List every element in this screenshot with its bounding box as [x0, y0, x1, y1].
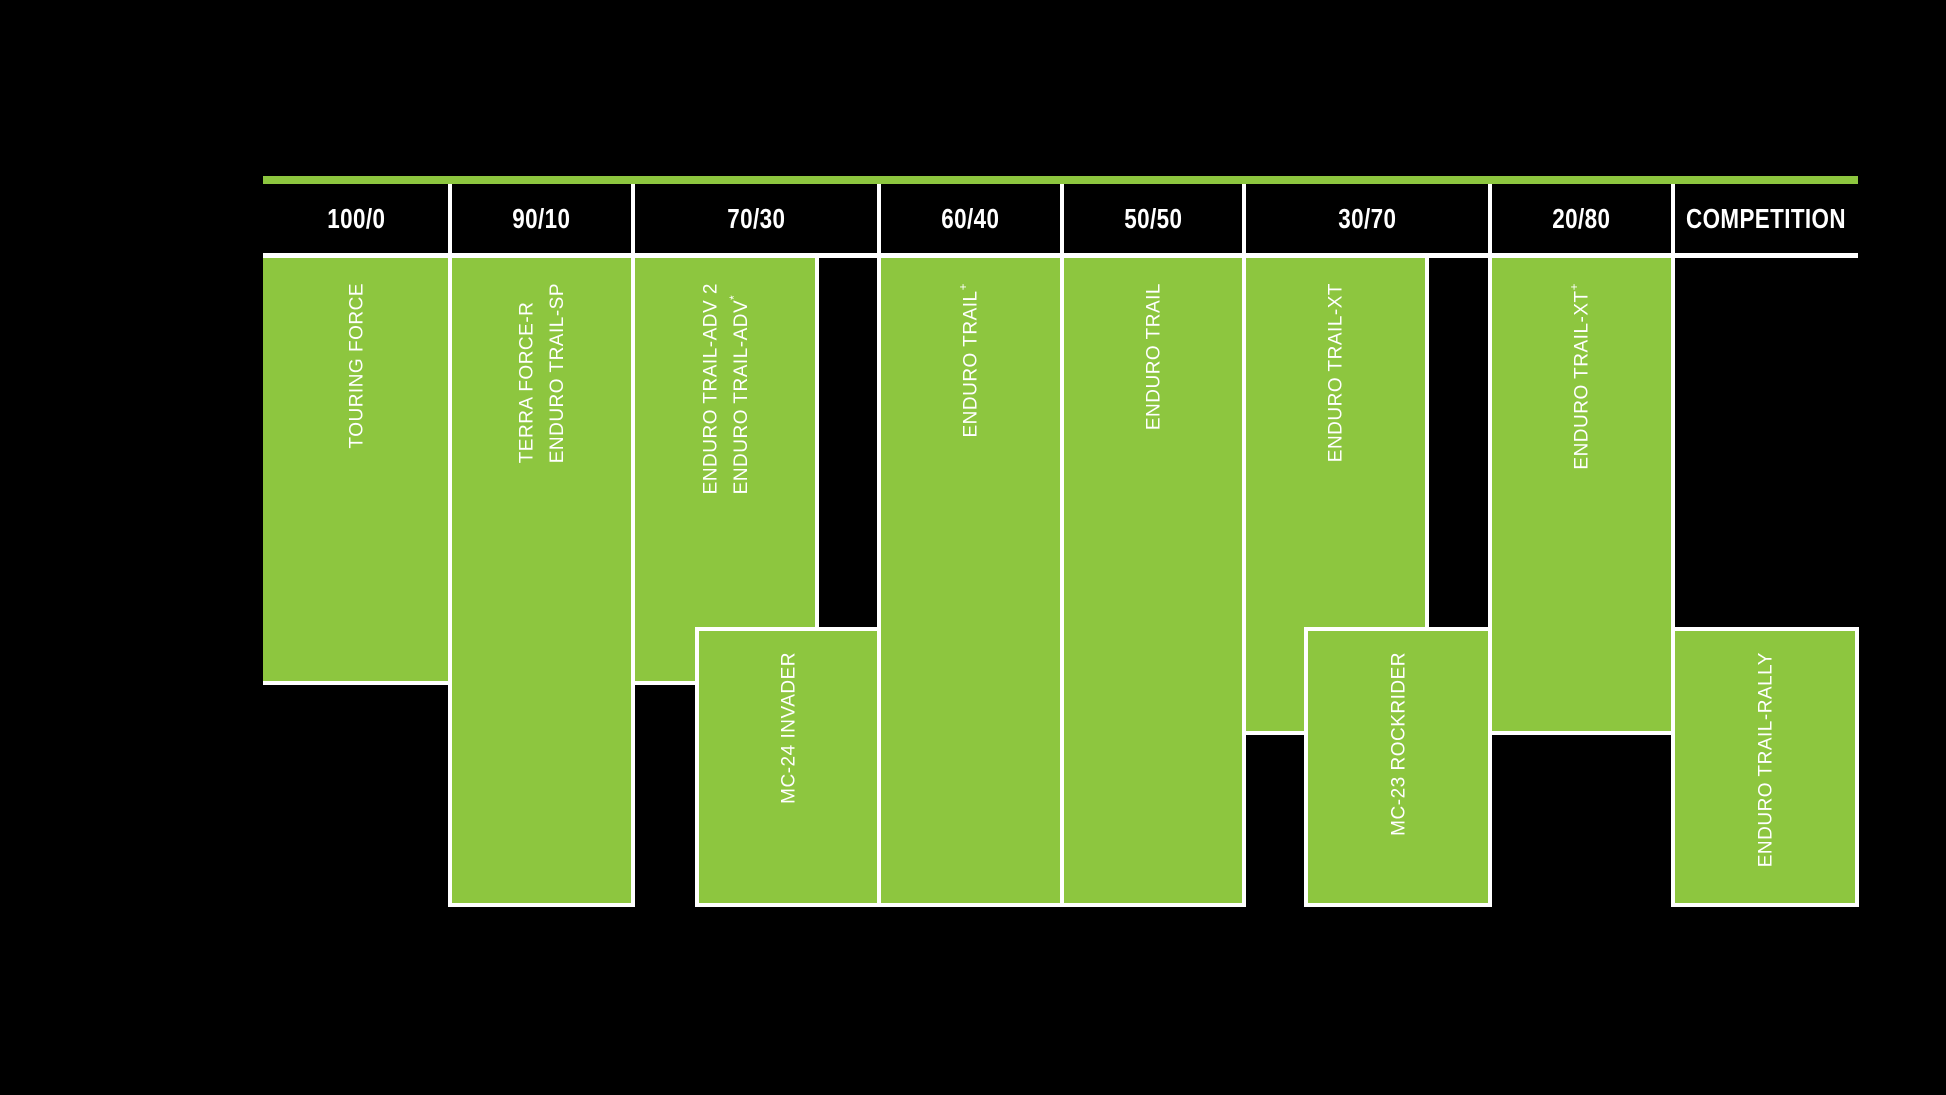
header-label: 90/10 [512, 202, 571, 234]
divider-line [631, 184, 635, 907]
block-terra-force-r: TERRA FORCE-R ENDURO TRAIL-SP [450, 258, 633, 903]
header-cell-competition: COMPETITION [1673, 184, 1858, 253]
block-edge-line [815, 258, 819, 627]
block-edge-line [695, 903, 879, 907]
product-name: ENDURO TRAIL-ADV [730, 299, 752, 495]
header-label: 70/30 [726, 202, 786, 234]
block-edge-line [1244, 731, 1304, 735]
product-name: ENDURO TRAIL [1142, 283, 1164, 431]
header-cell-30-70: 30/70 [1244, 184, 1490, 253]
header-label: 60/40 [941, 202, 1000, 234]
divider-line [877, 184, 881, 907]
product-label: ENDURO TRAIL-ADV 2 ENDURO TRAIL-ADV* [633, 283, 818, 494]
footnote-mark: + [1568, 283, 1582, 291]
product-name: ENDURO TRAIL-XT [1325, 283, 1347, 463]
product-label: MC-23 ROCKRIDER [1306, 652, 1490, 836]
block-edge-line [263, 681, 450, 685]
block-enduro-trail-plus: ENDURO TRAIL+ [879, 258, 1062, 903]
block-edge-line [1671, 627, 1859, 631]
header-cell-60-40: 60/40 [879, 184, 1062, 253]
block-edge-line [450, 903, 633, 907]
block-edge-line [695, 627, 699, 903]
header-cell-90-10: 90/10 [450, 184, 633, 253]
product-label: TERRA FORCE-R ENDURO TRAIL-SP [450, 283, 633, 463]
product-name: ENDURO TRAIL [960, 290, 982, 438]
block-mc23-rockrider: MC-23 ROCKRIDER [1306, 627, 1490, 903]
product-name: ENDURO TRAIL-SP [546, 283, 568, 464]
footnote-mark: * [727, 294, 741, 300]
product-name: TOURING FORCE [346, 283, 368, 449]
product-name: ENDURO TRAIL-RALLY [1755, 652, 1777, 868]
divider-line [448, 184, 452, 907]
block-enduro-trail-rally: ENDURO TRAIL-RALLY [1673, 627, 1858, 903]
block-edge-line [1304, 627, 1308, 903]
divider-line [1060, 184, 1064, 907]
footnote-mark: + [957, 283, 971, 291]
header-label: COMPETITION [1685, 202, 1846, 234]
product-name: MC-23 ROCKRIDER [1387, 652, 1409, 836]
accent-bar [263, 176, 1858, 184]
product-name: ENDURO TRAIL-XT [1571, 290, 1593, 470]
product-label: ENDURO TRAIL-RALLY [1673, 652, 1858, 867]
product-name: ENDURO TRAIL-ADV 2 [700, 283, 721, 495]
block-enduro-trail-xt-plus: ENDURO TRAIL-XT+ [1490, 258, 1673, 731]
header-label: 100/0 [327, 202, 386, 234]
header-label: 50/50 [1123, 202, 1183, 234]
product-label: ENDURO TRAIL-XT [1244, 283, 1427, 462]
divider-line [1671, 184, 1675, 907]
block-edge-line [1304, 903, 1490, 907]
block-touring-force: TOURING FORCE [263, 258, 450, 681]
block-mc24-invader: MC-24 INVADER [697, 627, 879, 903]
product-label: ENDURO TRAIL [1062, 283, 1244, 430]
block-edge-line [1490, 731, 1673, 735]
header-label: 20/80 [1552, 202, 1611, 234]
block-edge-line [1425, 258, 1429, 627]
block-edge-line [695, 627, 879, 631]
product-name: TERRA FORCE-R [516, 301, 537, 464]
product-label: ENDURO TRAIL-XT+ [1490, 283, 1673, 470]
block-enduro-trail: ENDURO TRAIL [1062, 258, 1244, 903]
block-edge-line [1304, 627, 1490, 631]
block-edge-line [1062, 903, 1244, 907]
product-label: ENDURO TRAIL+ [879, 283, 1062, 438]
block-edge-line [1671, 903, 1859, 907]
product-label: MC-24 INVADER [697, 652, 879, 804]
block-enduro-trail-adv: ENDURO TRAIL-ADV 2 ENDURO TRAIL-ADV* [633, 258, 818, 681]
block-edge-line [1855, 627, 1859, 907]
header-label: 30/70 [1337, 202, 1397, 234]
header-cell-70-30: 70/30 [633, 184, 879, 253]
block-edge-line [633, 681, 695, 685]
header-cell-50-50: 50/50 [1062, 184, 1244, 253]
divider-line [1488, 184, 1492, 907]
product-label: TOURING FORCE [263, 283, 450, 449]
header-cell-100-0: 100/0 [263, 184, 450, 253]
header-cell-20-80: 20/80 [1490, 184, 1673, 253]
divider-line [1242, 184, 1246, 907]
product-name: MC-24 INVADER [777, 652, 799, 804]
block-edge-line [879, 903, 1062, 907]
